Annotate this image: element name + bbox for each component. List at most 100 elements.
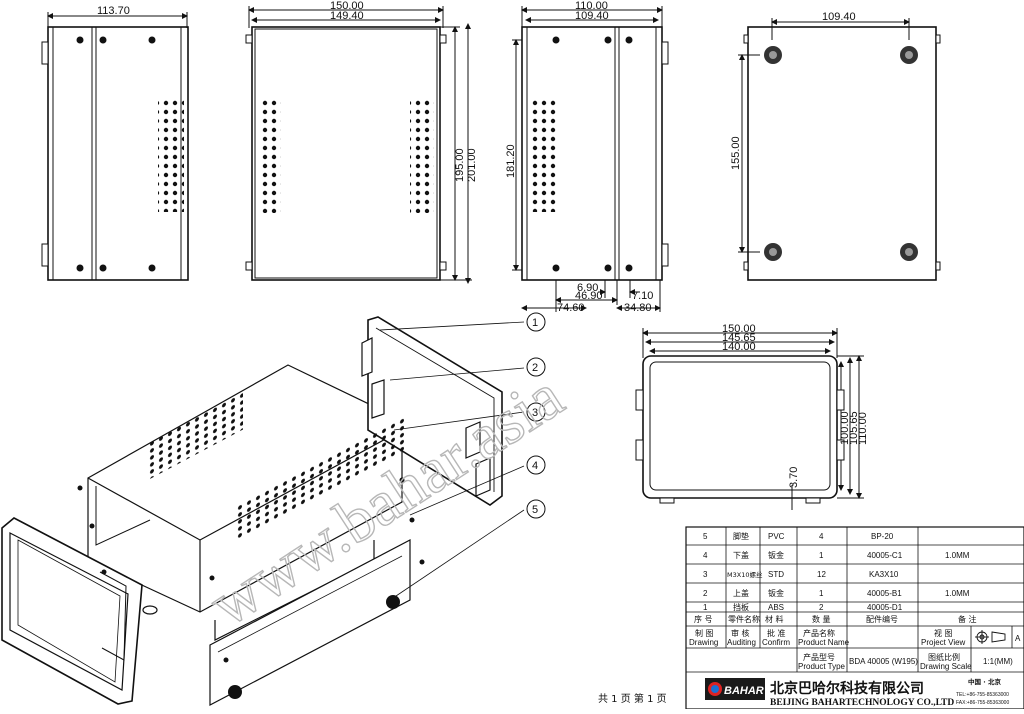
bom-no: 2	[703, 589, 708, 598]
bom-material: 钣金	[768, 550, 784, 560]
bom-header-code: 配件编号	[866, 614, 898, 624]
dim-rear-inner-width: 109.40	[575, 10, 609, 22]
company-name-en: BEIJING BAHARTECHNOLOGY CO.,LTD	[770, 698, 954, 708]
bom-code: 40005-B1	[867, 589, 902, 598]
balloon-3: 3	[532, 407, 538, 419]
front-view	[245, 6, 472, 284]
confirm-label-cn: 批 准	[767, 628, 786, 638]
bom-row: 4 下盖 钣金 1 40005-C1 1.0MM	[703, 550, 970, 560]
rear-view	[512, 6, 669, 312]
bom-material: STD	[768, 570, 784, 579]
bom-name: 挡板	[733, 602, 749, 612]
product-type-label-cn: 产品型号	[803, 652, 835, 662]
bom-material: ABS	[768, 603, 784, 612]
scale-label-en: Drawing Scale	[920, 662, 972, 671]
part-balloons	[526, 312, 546, 519]
bom-code: 40005-D1	[867, 603, 903, 612]
project-view-label-cn: 视 图	[934, 628, 953, 638]
bom-material: PVC	[768, 532, 785, 541]
bom-note: 1.0MM	[945, 551, 970, 560]
bom-header-no: 序 号	[694, 614, 713, 624]
company-logo-icon: BAHAR	[705, 678, 765, 700]
bom-qty: 4	[819, 532, 824, 541]
bom-header-name: 零件名称	[728, 614, 760, 624]
dim-front-outer-width: 150.00	[330, 0, 364, 12]
bom-row: 5 脚垫 PVC 4 BP-20	[703, 531, 894, 541]
dim-panel-foot: 3.70	[788, 467, 800, 488]
bom-code: 40005-C1	[867, 551, 903, 560]
bom-row: 2 上盖 钣金 1 40005-B1 1.0MM	[703, 588, 970, 598]
bom-code: KA3X10	[869, 570, 899, 579]
product-name-label-en: Product Name	[798, 638, 850, 647]
balloon-4: 4	[532, 460, 538, 472]
product-type-label-en: Product Type	[798, 662, 846, 671]
bom-row: 3 M3X10螺丝 STD 12 KA3X10	[703, 570, 899, 579]
page-info: 共 1 页 第 1 页	[598, 692, 667, 705]
bom-no: 1	[703, 603, 708, 612]
drawing-label-en: Drawing	[689, 638, 718, 647]
bom-code: BP-20	[871, 532, 894, 541]
bom-header-note: 备 注	[958, 614, 977, 624]
dim-side-width: 113.70	[97, 5, 130, 17]
dim-panel-w2: 145.65	[722, 332, 756, 344]
bom-qty: 2	[819, 603, 824, 612]
dim-rear-offset-1: 6.90	[577, 282, 598, 294]
bottom-view	[738, 18, 941, 281]
edge-mark: A	[1015, 634, 1021, 643]
dim-panel-w3: 140.00	[722, 341, 756, 353]
bom-no: 5	[703, 532, 708, 541]
product-name-label-cn: 产品名称	[803, 628, 835, 638]
scale-label-cn: 图纸比例	[928, 652, 960, 662]
side-view-screws	[76, 36, 156, 272]
dim-rear-outer-width: 110.00	[575, 0, 608, 12]
rear-view-screws	[552, 36, 633, 272]
confirm-label-en: Confirm	[762, 638, 790, 647]
auditing-label-cn: 审 核	[731, 628, 750, 638]
company-tel: TEL:+86-755-85363000	[956, 692, 1009, 698]
rubber-feet	[764, 46, 918, 261]
bom-no: 4	[703, 551, 708, 560]
bom-header-material: 材 料	[765, 614, 784, 624]
bom-qty: 1	[819, 589, 824, 598]
company-name-cn: 北京巴哈尔科技有限公司	[770, 680, 924, 697]
dim-panel-h1: 100.00	[839, 411, 851, 445]
end-panel-view	[635, 328, 864, 510]
auditing-label-en: Auditing	[727, 638, 756, 647]
dim-bottom-width: 109.40	[822, 11, 856, 23]
scale-value: 1:1(MM)	[983, 657, 1013, 666]
dim-rear-offset-4: 7.10	[632, 290, 653, 302]
bom-note: 1.0MM	[945, 589, 970, 598]
dim-front-inner-height: 195.00	[454, 148, 466, 182]
project-view-label-en: Project View	[921, 638, 966, 647]
bom-name: M3X10螺丝	[727, 570, 763, 579]
bom-header-qty: 数 量	[812, 614, 831, 624]
screws-and-feet	[77, 477, 425, 699]
product-type-value: BDA 40005 (W195)	[849, 657, 918, 666]
dim-rear-offset-3: 74.60	[557, 302, 585, 314]
company-region: 中国 · 北京	[968, 677, 1001, 686]
approval-block: 制 图 Drawing 审 核 Auditing 批 准 Confirm 产品名…	[689, 628, 1021, 671]
bom-row: 1 挡板 ABS 2 40005-D1	[703, 602, 903, 612]
projection-symbol-icon	[975, 630, 1006, 644]
side-view	[41, 12, 189, 281]
dim-front-outer-height: 201.00	[466, 148, 478, 182]
bom-name: 上盖	[733, 588, 749, 598]
dim-bottom-height: 155.00	[730, 136, 742, 170]
bom-material: 钣金	[768, 588, 784, 598]
balloon-1: 1	[532, 317, 538, 329]
bom-name: 下盖	[733, 550, 749, 560]
bom-qty: 1	[819, 551, 824, 560]
bom-header: 序 号 零件名称 材 料 数 量 配件编号 备 注	[694, 614, 977, 624]
company-fax: FAX:+86-755-85363000	[956, 700, 1009, 706]
bom-name: 脚垫	[733, 531, 749, 541]
dim-front-inner-width: 149.40	[330, 10, 364, 22]
drawing-label-cn: 制 图	[695, 628, 714, 638]
vent-hole-arrays	[148, 391, 406, 542]
dim-panel-w1: 150.00	[722, 323, 756, 335]
dim-rear-height: 181.20	[505, 144, 517, 178]
dim-panel-h2: 105.65	[848, 411, 860, 445]
company-logo-text: BAHAR	[724, 685, 764, 697]
dim-rear-offset-2: 46.90	[575, 290, 603, 302]
